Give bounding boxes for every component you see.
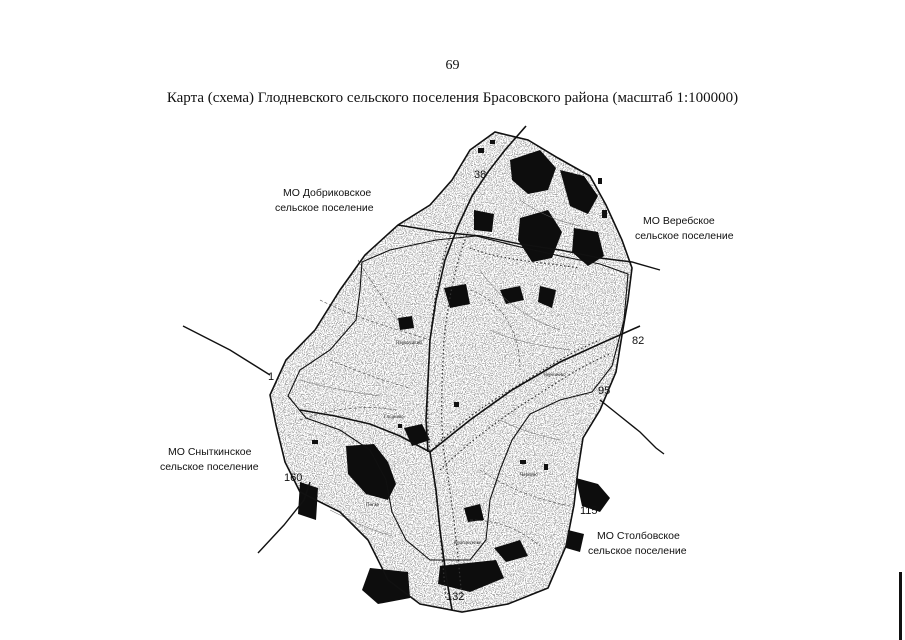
settlements: Глоднево Переруцкий Березнево Чернево По… xyxy=(366,341,566,546)
main-roads xyxy=(299,125,641,611)
inner-boundary xyxy=(287,235,629,561)
settlement-bereznevo: Березнево xyxy=(544,373,566,378)
neighbor-labels: МО Добриковское сельское поселение МО Ве… xyxy=(160,187,734,557)
settlement-pereruchye: Переруцкий xyxy=(396,341,422,346)
neighbor-verebskoe-line1: МО Веребское xyxy=(643,215,715,227)
settlement-chernevo: Чернево xyxy=(520,473,538,478)
neighbor-boundaries xyxy=(182,224,665,554)
marker-132: 132 xyxy=(446,591,464,603)
neighbor-snytkinskoe-line2: сельское поселение xyxy=(160,461,259,473)
neighbor-verebskoe-line2: сельское поселение xyxy=(635,230,734,242)
marker-160: 160 xyxy=(284,472,302,484)
forest-islands xyxy=(312,140,607,470)
page-number: 69 xyxy=(445,58,460,73)
settlement-glodnevo: Глоднево xyxy=(384,415,404,420)
neighbor-dobrikovskoe-line1: МО Добриковское xyxy=(283,187,371,199)
relief-lines xyxy=(299,199,581,537)
scan-edge-artifact xyxy=(899,572,902,640)
neighbor-stolbovskoe-line1: МО Столбовское xyxy=(597,530,680,542)
neighbor-snytkinskoe-line1: МО Сныткинское xyxy=(168,446,252,458)
territory-boundary xyxy=(269,131,633,613)
neighbor-stolbovskoe-line2: сельское поселение xyxy=(588,545,687,557)
boundary-markers: 38 82 95 115 132 160 1 xyxy=(268,169,644,603)
neighbor-dobrikovskoe-line2: сельское поселение xyxy=(275,202,374,214)
marker-82: 82 xyxy=(632,335,644,347)
marker-1: 1 xyxy=(268,371,274,383)
settlement-pogar: Погар xyxy=(366,503,379,508)
settlement-krasnoe: Красноселье xyxy=(454,541,482,546)
marker-38: 38 xyxy=(474,169,486,181)
map-title: Карта (схема) Глодневского сельского пос… xyxy=(166,90,739,106)
marker-95: 95 xyxy=(598,385,610,397)
marker-115: 115 xyxy=(580,505,598,517)
